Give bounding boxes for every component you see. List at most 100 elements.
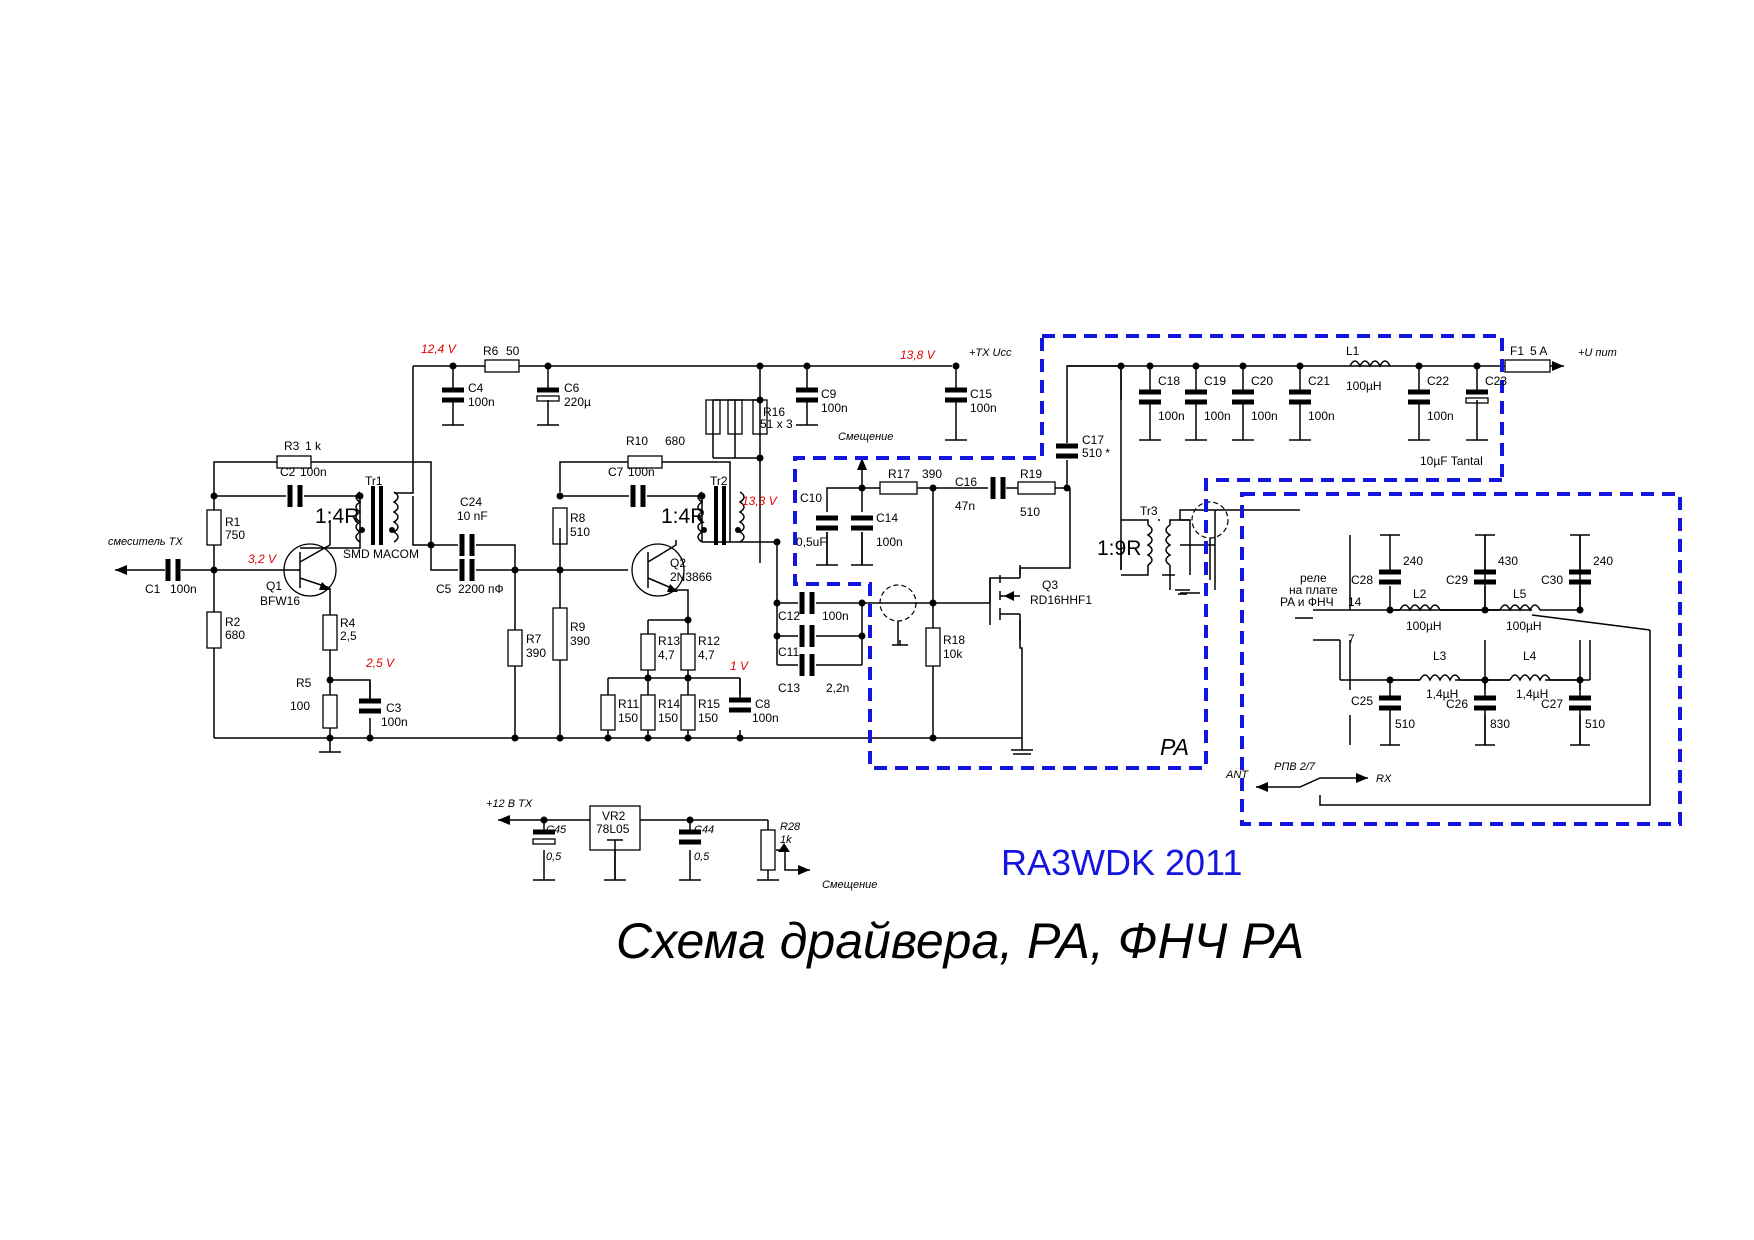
resistor-R2 [206, 611, 222, 649]
regulator-VR2 [589, 805, 641, 880]
part-value: BFW16 [260, 594, 300, 608]
part-name: C3 [386, 701, 402, 715]
part-name: C12 [778, 609, 800, 623]
inductor-L5 [1499, 604, 1541, 612]
capacitor-C23 [1465, 366, 1489, 441]
part-name: R7 [526, 632, 542, 646]
rail-label: Смещение [838, 431, 893, 443]
relay-note: реле [1300, 571, 1327, 585]
inductor-L1 [1349, 360, 1391, 368]
part-name: L5 [1513, 587, 1527, 601]
capacitor-C11 [799, 625, 815, 647]
resistor-R11 [600, 694, 616, 731]
block-outlines [793, 334, 1682, 826]
capacitor-C29 [1474, 535, 1496, 610]
part-name: R18 [943, 633, 965, 647]
part-name: R13 [658, 634, 680, 648]
capacitor-C26 [1474, 680, 1496, 745]
part-name: R1 [225, 515, 241, 529]
part-value: 2N3866 [670, 570, 712, 584]
voltage-label: 13,8 V [900, 348, 936, 362]
r28-wiper-arrow [778, 843, 790, 852]
part-value: 4,7 [698, 648, 715, 662]
voltage-label: 2,5 V [365, 656, 395, 670]
resistor-R8 [552, 507, 568, 545]
part-value: 510 [1585, 717, 1605, 731]
part-value: 0,5uF [796, 535, 827, 549]
rpv-relay-lines [1256, 777, 1368, 788]
part-value: 390 [922, 467, 942, 481]
part-name: R14 [658, 697, 680, 711]
part-name: Tr3 [1140, 504, 1158, 518]
part-value: 1 k [305, 439, 322, 453]
part-name: C7 [608, 465, 624, 479]
relay-note: PA и ФНЧ [1280, 595, 1334, 609]
part-value: 100n [1427, 409, 1454, 423]
part-name: C26 [1446, 697, 1468, 711]
rail-label: Смещение [822, 879, 877, 891]
part-value: 1k [780, 834, 792, 846]
wires [115, 365, 1651, 880]
part-value: 1,4µH [1516, 687, 1548, 701]
resistor-R17 [879, 481, 918, 495]
part-value: 220µ [564, 395, 591, 409]
part-name: C27 [1541, 697, 1563, 711]
part-value: 10k [943, 647, 963, 661]
part-value: SMD MACOM [343, 547, 419, 561]
capacitor-C4 [442, 366, 464, 426]
part-value: 390 [526, 646, 546, 660]
transformer-Tr2 [697, 486, 745, 545]
resistor-R16b [727, 399, 743, 435]
relay-pin: 7 [1348, 632, 1355, 646]
part-name: C44 [694, 824, 714, 836]
supply-block-outline [1042, 334, 1504, 480]
part-value: 10µF Tantal [1420, 454, 1483, 468]
part-name: VR2 [602, 809, 626, 823]
inductor-L3 [1419, 674, 1461, 682]
part-name: C16 [955, 475, 977, 489]
part-name: R11 [618, 697, 639, 711]
resistor-R9 [552, 607, 568, 661]
capacitor-C15 [945, 366, 967, 441]
part-name: R17 [888, 467, 910, 481]
part-name: C23 [1485, 374, 1507, 388]
pa-block-outline [793, 336, 1502, 770]
capacitor-C20 [1232, 366, 1254, 441]
part-value: 680 [665, 434, 685, 448]
capacitor-C1 [165, 559, 181, 581]
ant-label: ANT [1225, 769, 1249, 781]
junctions [210, 362, 1584, 824]
part-value: 150 [658, 711, 678, 725]
voltage-label: 1 V [730, 659, 749, 673]
capacitor-C45 [532, 829, 556, 845]
capacitor-C21 [1289, 366, 1311, 441]
part-name: C8 [755, 697, 771, 711]
part-value: 0,5 [546, 851, 562, 863]
part-name: R5 [296, 676, 312, 690]
part-value: 390 [570, 634, 590, 648]
capacitor-C14 [851, 515, 873, 566]
part-name: C21 [1308, 374, 1330, 388]
rpv-label: РПВ 2/7 [1274, 761, 1316, 773]
part-name: R10 [626, 434, 648, 448]
fuse-F1 [1504, 359, 1551, 373]
part-name: L4 [1523, 649, 1537, 663]
part-name: F1 [1510, 344, 1524, 358]
part-name: Tr2 [710, 474, 728, 488]
capacitor-C9 [796, 366, 818, 426]
capacitor-C27 [1569, 680, 1591, 745]
part-value: 510 [570, 525, 590, 539]
ratio-label: 1:9R [1097, 537, 1141, 560]
part-value: 100 [290, 699, 310, 713]
part-name: C2 [280, 465, 296, 479]
part-value: 100n [970, 401, 997, 415]
capacitor-C13 [799, 654, 815, 676]
voltage-label: 3,2 V [248, 552, 277, 566]
part-value: 240 [1593, 554, 1613, 568]
part-name: C14 [876, 511, 898, 525]
part-value: 5 A [1530, 344, 1547, 358]
part-value: 150 [698, 711, 718, 725]
part-value: RD16HHF1 [1030, 593, 1092, 607]
resistor-R14 [640, 694, 656, 731]
